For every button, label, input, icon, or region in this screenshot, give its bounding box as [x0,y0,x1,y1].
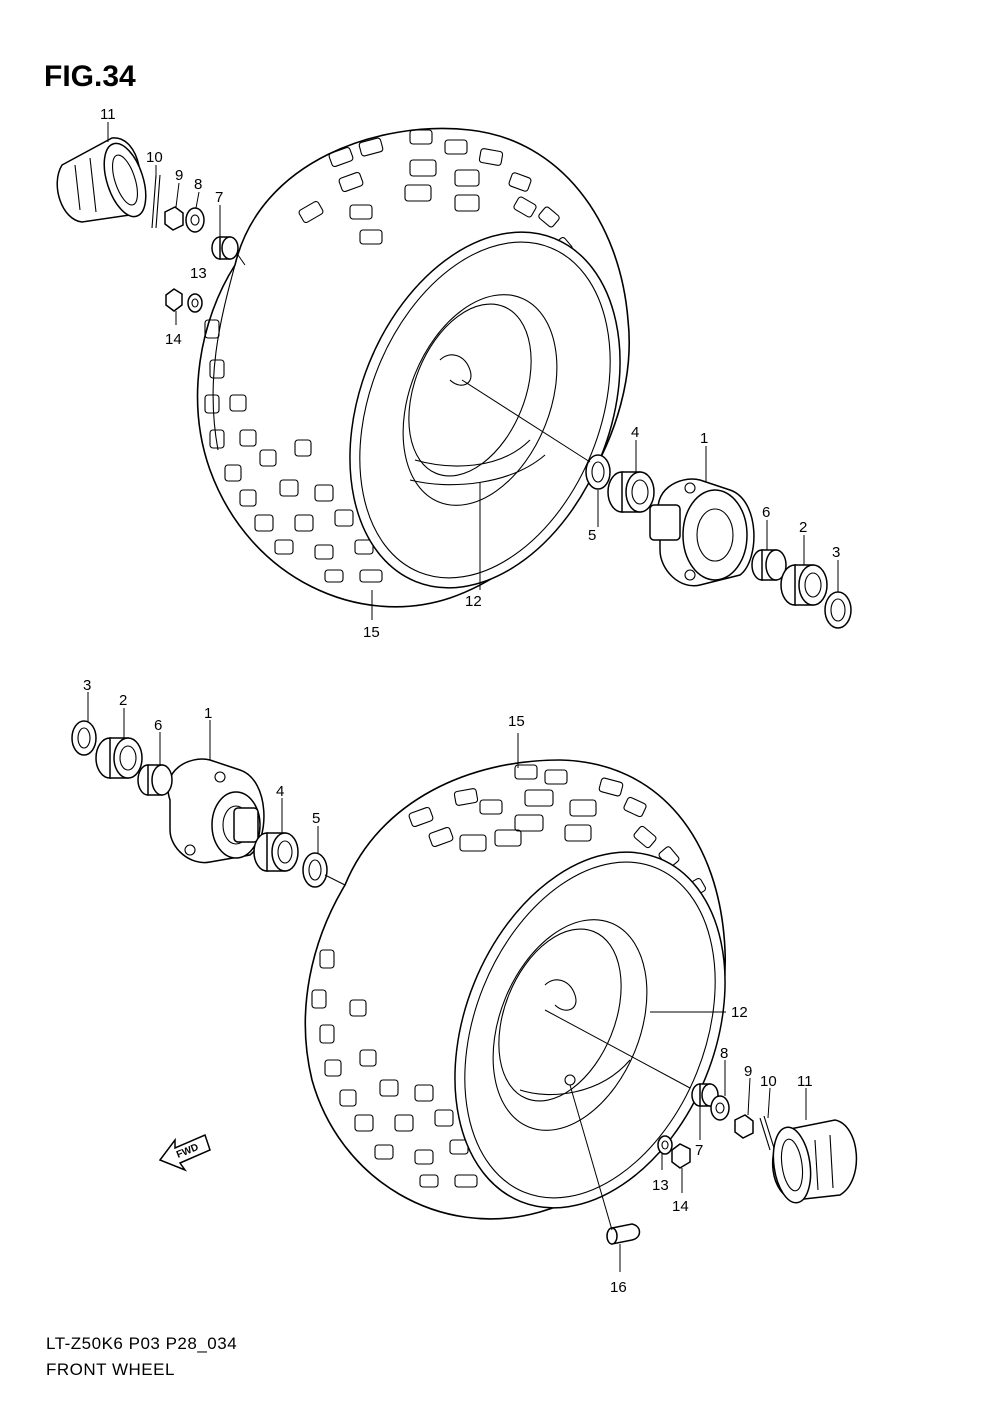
seal-5-top [585,454,611,490]
washer-13-top [187,293,203,313]
nut-9-bottom [734,1114,754,1139]
callout-16-bottom: 16 [610,1279,627,1296]
callout-13-bottom: 13 [652,1177,669,1194]
valve-16-bottom [606,1223,641,1245]
callout-10-top: 10 [146,149,163,166]
callout-12-top: 12 [465,593,482,610]
figure-name: FRONT WHEEL [46,1360,175,1379]
washer-8-bottom [710,1095,730,1121]
callout-5-top: 5 [588,527,596,544]
top-wheel-assembly: 11 10 9 8 7 13 14 4 1 5 6 2 3 12 15 [56,106,852,641]
hub-1-bottom [167,758,265,864]
fwd-arrow: FWD [158,1133,211,1172]
cotter-pin-10-top [151,174,161,229]
bearing-4-bottom [253,832,299,872]
callout-2-bottom: 2 [119,692,127,709]
rim-12-top [349,231,621,589]
fig-title: FIG.34 [44,60,136,93]
bottom-wheel-assembly: FWD 3 2 6 1 4 5 [71,677,858,1296]
callout-3-bottom: 3 [83,677,91,694]
washer-13-bottom [657,1135,673,1155]
callout-15-bottom: 15 [508,713,525,730]
callout-7-bottom: 7 [695,1142,703,1159]
callout-14-top: 14 [165,331,182,348]
nut-14-bottom [671,1143,691,1169]
bearing-4-top [607,471,655,513]
nut-9-top [164,206,184,231]
seal-3-top [824,591,852,629]
callout-4-bottom: 4 [276,783,284,800]
bearing-2-bottom [95,737,143,779]
cap-11-top [56,137,147,223]
callout-15-top: 15 [363,624,380,641]
callout-12-bottom: 12 [731,1004,748,1021]
hub-1-top [649,478,755,587]
callout-5-bottom: 5 [312,810,320,827]
callout-9-top: 9 [175,167,183,184]
callout-9-bottom: 9 [744,1063,752,1080]
callout-3-top: 3 [832,544,840,561]
model-code: LT-Z50K6 P03 P28_034 [46,1334,238,1353]
callout-7-top: 7 [215,189,223,206]
collar-7-top [211,236,239,260]
callout-11-top: 11 [100,106,116,123]
callout-1-bottom: 1 [204,705,212,722]
collar-7-bottom [691,1083,719,1107]
callout-8-top: 8 [194,176,202,193]
callout-4-top: 4 [631,424,639,441]
callout-6-bottom: 6 [154,717,162,734]
callout-10-bottom: 10 [760,1073,777,1090]
spacer-6-top [751,549,787,581]
callout-2-top: 2 [799,519,807,536]
washer-8-top [185,207,205,233]
callout-14-bottom: 14 [672,1198,689,1215]
nut-14-top [165,288,183,312]
rim-12-bottom [454,851,726,1209]
seal-5-bottom [302,852,328,888]
leader-lines-top [107,122,839,620]
callout-6-top: 6 [762,504,770,521]
spacer-6-bottom [137,764,173,796]
cap-11-bottom [771,1119,858,1204]
callout-8-bottom: 8 [720,1045,728,1062]
callout-11-bottom: 11 [797,1073,813,1090]
cotter-pin-10-bottom [759,1115,775,1151]
callout-1-top: 1 [700,430,708,447]
tire-15-top [196,127,630,608]
bearing-2-top [780,564,828,606]
seal-3-bottom [71,720,97,756]
callout-13-top: 13 [190,265,207,282]
leader-lines-bottom [87,692,807,1272]
